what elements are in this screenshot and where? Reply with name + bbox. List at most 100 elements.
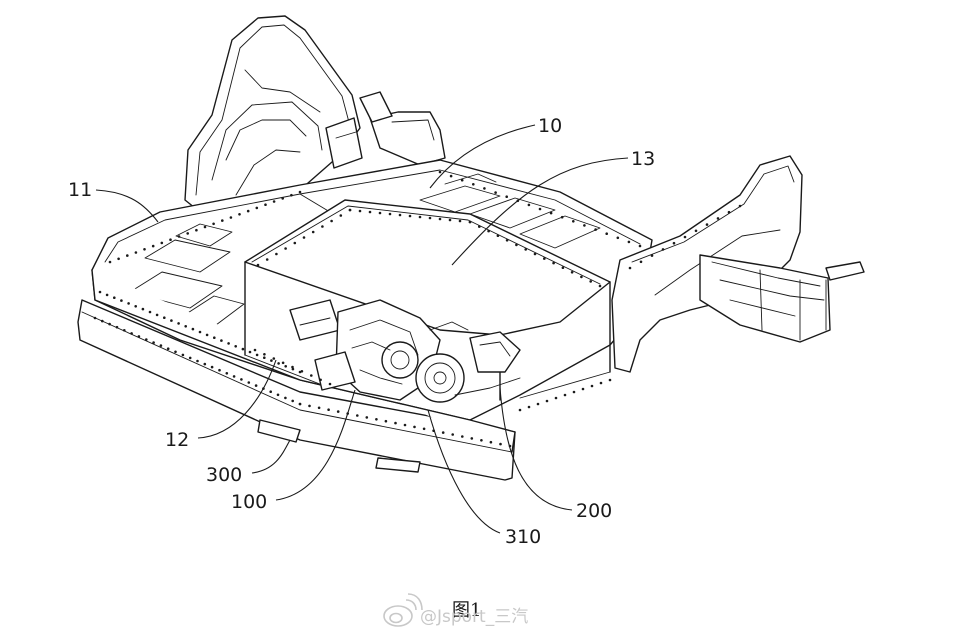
rivet — [356, 414, 359, 417]
callout-11: 11 — [68, 179, 92, 201]
rivet — [705, 223, 709, 226]
rivet — [198, 330, 202, 334]
rivet — [496, 234, 500, 237]
rivet — [130, 332, 133, 335]
rivet — [264, 203, 267, 206]
rivet — [177, 235, 181, 238]
rivet — [263, 353, 266, 356]
rivet — [408, 214, 412, 218]
rivet — [581, 387, 585, 391]
leader-100 — [275, 389, 356, 501]
rivet — [560, 215, 564, 219]
rivet — [117, 257, 120, 261]
rivet — [127, 302, 130, 305]
rivet — [563, 393, 567, 397]
rivet — [98, 290, 102, 294]
rivet — [339, 214, 343, 217]
rivet — [518, 408, 522, 412]
rivet — [220, 339, 223, 342]
rivet — [196, 359, 199, 363]
rivet — [594, 228, 597, 231]
rivet — [533, 252, 537, 256]
rivet — [554, 396, 558, 400]
rivet — [552, 261, 555, 265]
rivet — [661, 248, 665, 251]
rivet — [284, 396, 287, 400]
rivet — [105, 293, 109, 297]
rivet — [191, 327, 195, 331]
rivet — [328, 382, 332, 386]
rivet — [483, 187, 486, 190]
rivet — [472, 183, 475, 186]
rivet — [348, 208, 352, 212]
rivet — [298, 402, 302, 406]
rivet — [628, 266, 632, 270]
callout-10: 10 — [538, 115, 562, 137]
rivet — [616, 236, 620, 240]
leader-13 — [451, 157, 629, 266]
rivet — [330, 219, 333, 223]
rivet — [170, 319, 173, 322]
rivet — [561, 266, 565, 270]
callout-310: 310 — [505, 526, 541, 548]
rear-right-frame — [611, 155, 865, 373]
rivet — [494, 191, 497, 194]
rivet — [321, 225, 324, 228]
rivet — [212, 222, 215, 226]
rivet — [590, 384, 594, 388]
rivet — [227, 342, 230, 345]
rivet — [598, 284, 602, 288]
rivet — [458, 219, 462, 223]
rivet — [413, 425, 416, 429]
rivet — [218, 368, 221, 372]
rivet — [310, 374, 313, 377]
rivet — [221, 219, 224, 222]
rivet — [438, 217, 442, 221]
callout-200: 200 — [576, 500, 612, 522]
rivet — [246, 209, 250, 213]
rivet — [134, 251, 138, 254]
rivet — [536, 402, 540, 406]
callout-labels: 10 13 11 12 300 100 310 200 — [68, 115, 655, 548]
rivet — [155, 313, 159, 317]
rivet — [277, 362, 280, 365]
leader-200 — [499, 387, 573, 511]
rivet — [205, 333, 209, 337]
rivet — [143, 248, 146, 251]
rivet — [499, 442, 502, 446]
rivet — [572, 390, 576, 394]
rivet — [263, 356, 266, 360]
rivet — [184, 325, 187, 328]
rivet — [210, 365, 214, 369]
rivet — [468, 220, 472, 224]
leader-10 — [429, 124, 536, 189]
rivet — [311, 230, 315, 234]
rivet — [254, 384, 258, 387]
rivet — [418, 215, 422, 219]
rivet — [213, 336, 216, 340]
rivet — [460, 178, 464, 182]
rivet — [738, 204, 742, 208]
leader-300 — [251, 439, 291, 474]
rivet — [716, 217, 720, 220]
leader-310 — [427, 409, 501, 534]
rivet — [608, 378, 612, 382]
rivet — [438, 170, 442, 174]
rivet — [480, 439, 483, 442]
rivet — [241, 347, 245, 351]
rivet — [515, 243, 518, 247]
rivet — [336, 410, 340, 413]
leader-12 — [197, 359, 277, 439]
rivet — [120, 299, 123, 302]
rivet — [319, 378, 322, 382]
rivet — [505, 195, 509, 198]
rivet — [302, 236, 306, 239]
rivet — [572, 220, 575, 223]
rivet — [394, 421, 397, 425]
rivet — [639, 260, 643, 264]
rivet — [298, 190, 302, 194]
leader-lines — [95, 124, 629, 534]
drive-motor-assembly — [257, 299, 521, 473]
rivet — [270, 359, 273, 362]
